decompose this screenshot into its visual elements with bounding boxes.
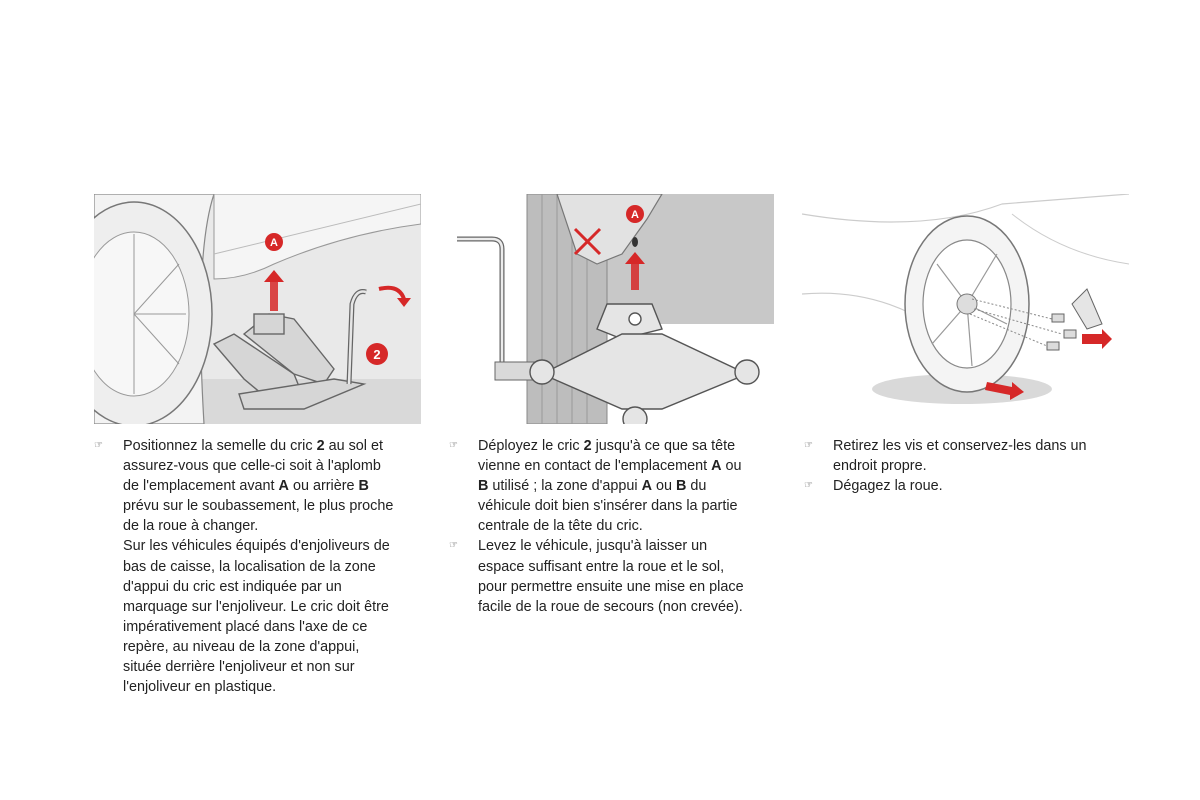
hand-pointer-icon: ☞: [804, 476, 813, 496]
instructions-column-1: ☞ Positionnez la semelle du cric 2 au so…: [94, 436, 394, 697]
figure-jack-positioning: A 2: [94, 194, 421, 424]
hand-pointer-icon: ☞: [449, 436, 458, 456]
instructions-column-2: ☞ Déployez le cric 2 jusqu'à ce que sa t…: [449, 436, 749, 617]
hand-pointer-icon: ☞: [449, 536, 458, 556]
svg-text:2: 2: [373, 347, 380, 362]
svg-text:A: A: [270, 237, 278, 249]
instruction-item: ☞ Retirez les vis et conservez-les dans …: [804, 436, 1104, 476]
figure-wheel-removal: [802, 194, 1129, 424]
figure-jack-deploy: A: [447, 194, 774, 424]
instruction-note: Sur les véhicules équipés d'enjoliveurs …: [94, 536, 394, 697]
instruction-item: ☞ Déployez le cric 2 jusqu'à ce que sa t…: [449, 436, 749, 536]
svg-text:A: A: [631, 209, 639, 221]
instruction-item: ☞ Positionnez la semelle du cric 2 au so…: [94, 436, 394, 536]
instruction-item: ☞ Levez le véhicule, jusqu'à laisser un …: [449, 536, 749, 616]
hand-pointer-icon: ☞: [94, 436, 103, 456]
instruction-item: ☞ Dégagez la roue.: [804, 476, 1104, 496]
instructions-column-3: ☞ Retirez les vis et conservez-les dans …: [804, 436, 1104, 496]
hand-pointer-icon: ☞: [804, 436, 813, 456]
